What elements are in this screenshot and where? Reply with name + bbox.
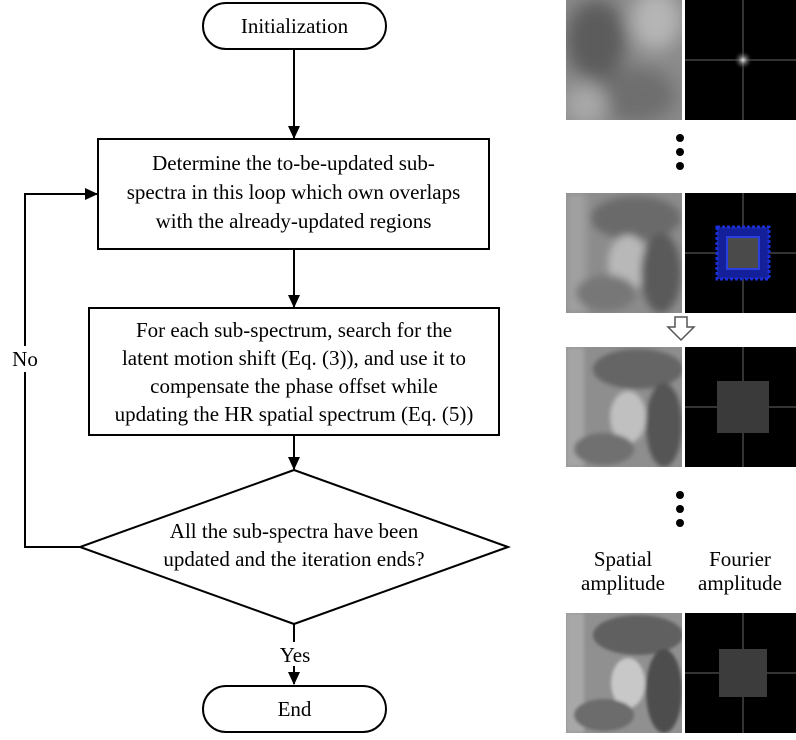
decision-line-1: All the sub-spectra have been [170,519,419,543]
ellipsis-dots-2 [676,491,686,533]
spatial-amplitude-image-3 [566,347,682,467]
ellipsis-dots-1 [676,134,686,176]
step2-line-3: compensate the phase offset while [150,374,438,398]
end-label: End [278,697,312,721]
no-label: No [12,347,38,371]
spatial-amplitude-label: Spatial amplitude [581,547,665,595]
fourier-amplitude-image-1 [685,0,796,120]
step2-line-2: latent motion shift (Eq. (3)), and use i… [122,346,466,370]
start-label: Initialization [241,14,349,38]
spatial-amplitude-image-4 [566,613,682,733]
step1-line-2: spectra in this loop which own overlaps [127,180,461,204]
step1-line-1: Determine the to-be-updated sub- [152,151,435,175]
fourier-amplitude-image-3 [685,347,796,467]
hollow-down-arrow-icon [666,316,696,342]
fourier-amplitude-image-2 [685,193,796,313]
yes-label: Yes [280,643,311,667]
spatial-amplitude-image-2 [566,193,682,313]
spatial-amplitude-image-1 [566,0,682,120]
step1-box [97,138,490,250]
decision-line-2: updated and the iteration ends? [163,547,424,571]
step2-line-1: For each sub-spectrum, search for the [136,318,452,342]
fourier-amplitude-label: Fourier amplitude [698,547,782,595]
step2-line-4: updating the HR spatial spectrum (Eq. (5… [115,402,474,426]
end-terminal [202,685,387,733]
step1-line-3: with the already-updated regions [156,209,432,233]
flowchart: Initialization Determine the to-be-updat… [12,2,511,733]
fourier-amplitude-image-4 [685,613,796,733]
